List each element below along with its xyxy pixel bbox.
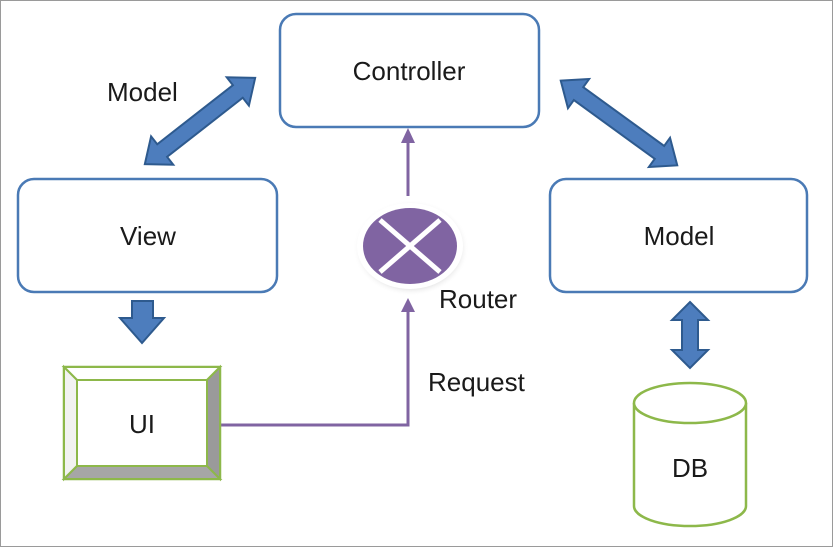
request-line (220, 305, 410, 427)
request-arrowhead (401, 298, 415, 312)
model-node: Model (548, 177, 809, 294)
request-label: Request (428, 367, 526, 397)
model-db-double-arrow-icon (669, 300, 711, 370)
controller-model-double-arrow-icon (559, 77, 679, 169)
db-label: DB (672, 453, 708, 483)
request-flow (220, 128, 415, 427)
controller-label: Controller (353, 56, 466, 86)
view-controller-double-arrow-icon (143, 76, 257, 166)
view-label: View (120, 221, 176, 251)
model-label: Model (644, 221, 715, 251)
router-x-icon (353, 200, 469, 296)
database-cylinder-icon: DB (632, 381, 748, 528)
model-arrow-label: Model (107, 77, 178, 107)
router-label: Router (439, 284, 517, 314)
ui-node: UI (61, 364, 223, 482)
view-node: View (16, 177, 279, 294)
view-to-ui-arrow-icon (117, 300, 167, 345)
ui-label: UI (129, 409, 155, 439)
controller-node: Controller (278, 12, 541, 129)
controller-arrowhead (401, 128, 415, 143)
